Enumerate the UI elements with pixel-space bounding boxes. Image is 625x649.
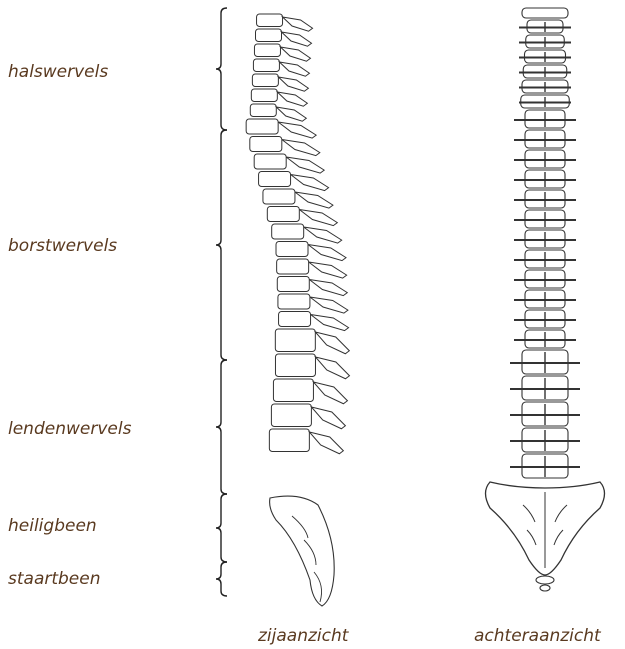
side-vertebra-body	[273, 379, 313, 402]
side-vertebra-body	[275, 354, 315, 377]
side-vertebra-process	[311, 315, 349, 331]
side-vertebra-process	[308, 245, 346, 261]
side-vertebra-body	[278, 294, 310, 309]
side-vertebra-body	[263, 189, 295, 204]
side-vertebra-process	[291, 175, 329, 191]
side-vertebra-body	[269, 429, 309, 452]
side-vertebra-process	[309, 262, 347, 278]
side-vertebra-process	[280, 47, 310, 61]
back-coccyx	[536, 576, 554, 584]
side-vertebra-body	[259, 172, 291, 187]
side-vertebra-body	[254, 154, 286, 169]
side-vertebra-process	[282, 140, 320, 156]
back-atlas	[522, 8, 568, 18]
side-sacrum	[270, 496, 335, 606]
side-vertebra-body	[252, 74, 278, 87]
side-vertebra-process	[279, 62, 309, 76]
side-vertebra-body	[246, 119, 278, 134]
side-vertebra-body	[254, 44, 280, 57]
side-vertebra-body	[251, 89, 277, 102]
bracket-borstwervels	[216, 130, 227, 360]
side-vertebra-body	[250, 104, 276, 117]
side-vertebra-process	[313, 382, 347, 404]
side-vertebra-body	[275, 329, 315, 352]
side-vertebra-process	[286, 157, 324, 173]
side-vertebra-body	[277, 277, 309, 292]
bracket-halswervels	[216, 8, 227, 130]
side-vertebra-process	[304, 227, 342, 243]
side-vertebra-process	[295, 192, 333, 208]
side-vertebra-body	[253, 59, 279, 72]
back-coccyx-tip	[540, 585, 550, 591]
region-brackets	[216, 8, 227, 596]
spine-back-view	[486, 8, 605, 591]
side-vertebra-process	[315, 357, 349, 379]
side-vertebra-process	[276, 107, 306, 121]
side-vertebra-process	[315, 332, 349, 354]
bracket-heiligbeen	[216, 494, 227, 562]
side-vertebra-body	[277, 259, 309, 274]
spine-side-view	[246, 14, 349, 606]
side-vertebra-process	[282, 32, 312, 46]
side-vertebra-body	[279, 312, 311, 327]
side-vertebra-body	[276, 242, 308, 257]
bracket-lendenwervels	[216, 360, 227, 494]
side-vertebra-process	[283, 17, 313, 31]
side-vertebra-process	[278, 77, 308, 91]
side-vertebra-process	[309, 280, 347, 296]
side-vertebra-process	[299, 210, 337, 226]
side-vertebra-body	[257, 14, 283, 27]
side-vertebra-process	[277, 92, 307, 106]
side-vertebra-body	[250, 137, 282, 152]
side-vertebra-process	[278, 122, 316, 138]
side-vertebra-body	[271, 404, 311, 427]
side-vertebra-process	[311, 407, 345, 429]
bracket-staartbeen	[216, 562, 227, 596]
side-vertebra-process	[309, 432, 343, 454]
side-vertebra-body	[272, 224, 304, 239]
side-vertebra-body	[256, 29, 282, 42]
side-vertebra-body	[267, 207, 299, 222]
side-vertebra-process	[310, 297, 348, 313]
